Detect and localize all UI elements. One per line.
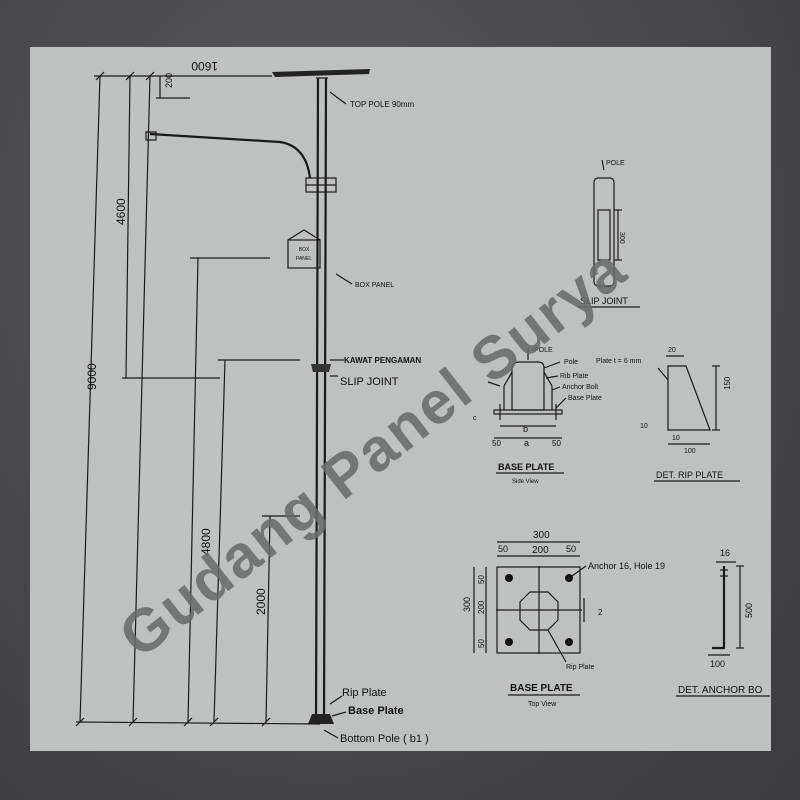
bps-title: BASE PLATE	[498, 462, 554, 472]
drawing-sheet	[30, 47, 771, 751]
label-top-pole: TOP POLE 90mm	[350, 100, 415, 109]
bpt-dim-50b: 50	[566, 544, 576, 554]
dim-top-offset: 200	[164, 73, 174, 88]
bpt-v-300: 300	[462, 597, 472, 612]
bps-pole: POLE	[534, 347, 553, 354]
slip-joint-title: SLIP JOINT	[580, 296, 628, 306]
rip-title: DET. RIP PLATE	[656, 470, 723, 480]
slip-joint-marker	[311, 364, 331, 372]
dim-upper-height: 4800	[199, 528, 213, 555]
bpt-rip-plate: Rip Plate	[566, 664, 595, 671]
solar-panel-top	[272, 69, 370, 77]
box-text-2: PANEL	[296, 256, 312, 262]
bpt-dim-2: 2	[598, 608, 603, 617]
pole-base	[308, 714, 334, 724]
bps-base: Base Plate	[568, 395, 602, 402]
anchor-detail: 16 500 100 DET. ANCHOR BO	[676, 548, 770, 697]
label-rip-plate: Rip Plate	[342, 687, 387, 699]
bpt-subtitle: Top View	[528, 701, 557, 708]
bpt-anchor-note: Anchor 16, Hole 19	[588, 561, 665, 571]
rip-plate-note: Plate t = 6 mm	[596, 358, 641, 365]
rip-dim-20: 20	[668, 347, 676, 354]
bpt-dim-200: 200	[532, 545, 549, 556]
bps-dim-50l: 50	[492, 439, 501, 448]
anc-dim-16: 16	[720, 548, 730, 558]
ground-line	[75, 721, 321, 725]
anc-dim-500: 500	[744, 603, 754, 618]
rip-dim-100: 100	[684, 448, 696, 455]
lamp-arm	[145, 131, 312, 179]
bps-dim-b: b	[523, 424, 528, 434]
dim-arm-height: 4600	[114, 198, 128, 225]
box-text-1: BOX	[299, 247, 310, 253]
bps-pole-lbl: Pole	[564, 359, 578, 366]
rip-plate-detail: Plate t = 6 mm 20 150 10 10 100 DET. RIP…	[596, 347, 740, 482]
bpt-dim-300: 300	[533, 530, 550, 541]
base-plate-side: POLE Pole Rib Plate Anchor Bolt Base Pla…	[473, 347, 602, 485]
bps-dim-a: a	[524, 438, 529, 448]
dim-arm-width: 1600	[191, 59, 218, 73]
slip-pole-label: POLE	[606, 160, 625, 167]
bpt-v-50a: 50	[477, 575, 486, 584]
bpt-title: BASE PLATE	[510, 683, 573, 694]
anc-title: DET. ANCHOR BO	[678, 685, 763, 696]
anc-dim-100: 100	[710, 659, 725, 669]
base-plate-top: 300 50 200 50 2 300 50 200 50 Anchor 16,…	[462, 530, 665, 708]
watermark-text: Gudang Panel Surya	[107, 234, 639, 670]
label-box-panel: BOX PANEL	[355, 282, 394, 289]
bps-dim-50r: 50	[552, 439, 561, 448]
dim-lower-height: 2000	[254, 588, 268, 615]
callouts: TOP POLE 90mm BOX PANEL KAWAT PENGAMAN S…	[323, 91, 429, 745]
dim-total-height: 9000	[85, 363, 99, 390]
bps-anchor: Anchor Bolt	[562, 384, 598, 391]
dimension-lines	[75, 71, 300, 727]
box-panel-shape: BOX PANEL	[287, 229, 321, 269]
main-pole	[272, 69, 370, 725]
bps-dim-c: c	[473, 415, 477, 422]
bpt-v-200: 200	[477, 600, 486, 614]
bps-subtitle: Side View	[512, 479, 539, 485]
slip-dim-300: 300	[618, 232, 625, 244]
rip-dim-10b: 10	[672, 435, 680, 442]
slip-joint-detail: POLE 300 SLIP JOINT	[578, 159, 640, 308]
label-base-plate: Base Plate	[348, 705, 404, 717]
bpt-v-50b: 50	[477, 639, 486, 648]
bpt-dim-50a: 50	[498, 544, 508, 554]
bps-rib: Rib Plate	[560, 373, 589, 380]
label-kawat: KAWAT PENGAMAN	[344, 356, 421, 365]
rip-dim-150: 150	[723, 376, 732, 390]
rip-dim-10: 10	[640, 423, 648, 430]
label-slip-joint: SLIP JOINT	[340, 376, 399, 388]
label-bottom-pole: Bottom Pole ( b1 )	[340, 733, 429, 745]
